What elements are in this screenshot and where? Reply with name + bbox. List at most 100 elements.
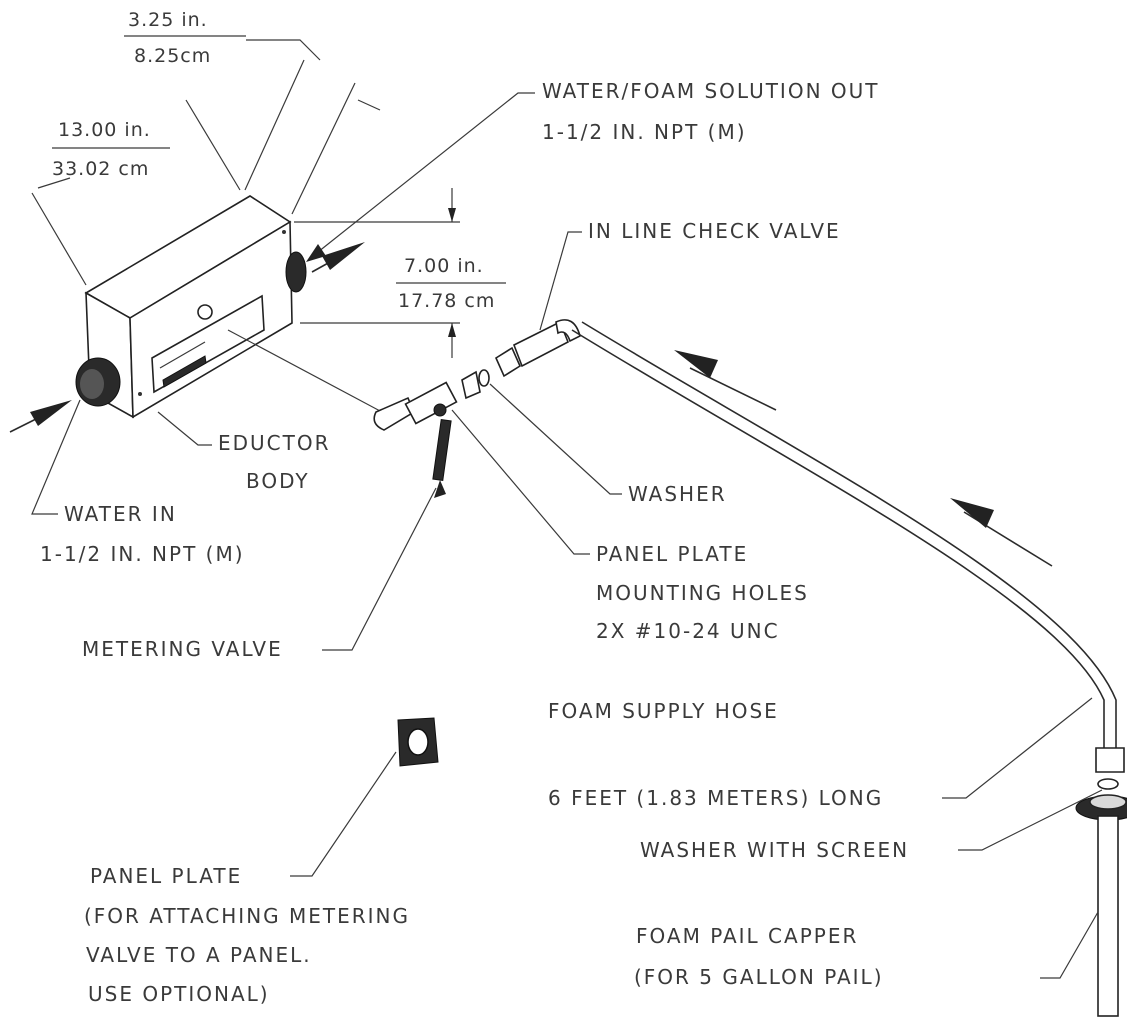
- eductor-body: [84, 195, 293, 419]
- panel-plate-holes-line3: 2X #10-24 UNC: [596, 619, 780, 643]
- valve-outlet: [461, 370, 481, 400]
- pail-capper-tube: [1097, 815, 1119, 1017]
- label-pail-capper: FOAM PAIL CAPPER (FOR 5 GALLON PAIL): [634, 911, 1099, 989]
- label-foam-hose: FOAM SUPPLY HOSE 6 FEET (1.83 METERS) LO…: [548, 697, 1093, 810]
- panel-plate-line2: (FOR ATTACHING METERING: [84, 904, 410, 928]
- panel-plate-part: [397, 717, 439, 767]
- pail-capper-leader: [1040, 911, 1099, 979]
- panel-plate-line1: PANEL PLATE: [90, 864, 242, 888]
- metering-valve-leader: [322, 487, 437, 651]
- dimension-height: 7.00 in. 17.78 cm: [294, 188, 506, 358]
- dim-length-cm: 33.02 cm: [52, 158, 149, 180]
- water-out-nozzle: [285, 242, 365, 293]
- pail-capper-top: [1089, 794, 1127, 810]
- foam-hose-line2: 6 FEET (1.83 METERS) LONG: [548, 786, 883, 810]
- label-panel-plate: PANEL PLATE (FOR ATTACHING METERING VALV…: [84, 751, 410, 1006]
- water-foam-out-leader: [317, 92, 535, 253]
- metering-valve-text: METERING VALVE: [82, 637, 283, 661]
- dimension-length: 13.00 in. 33.02 cm: [31, 119, 170, 286]
- water-out-fitting: [285, 251, 307, 293]
- dim-height-cm: 17.78 cm: [398, 290, 495, 312]
- water-in-fitting-inner: [80, 369, 104, 399]
- nameplate-line-1: [159, 341, 206, 369]
- dim-width-extension-right: [291, 82, 356, 215]
- flow-arrow-1-line: [689, 367, 777, 411]
- panel-plate-holes-line2: MOUNTING HOLES: [596, 581, 809, 605]
- metering-valve-assembly: [373, 370, 481, 481]
- panel-plate-line4: USE OPTIONAL): [88, 982, 270, 1006]
- water-in-nozzle: [9, 357, 121, 433]
- dim-length-tick-left: [37, 177, 71, 189]
- nameplate-dark-band: [162, 355, 207, 388]
- water-in-line1: WATER IN: [64, 502, 177, 526]
- mount-dot-2: [282, 230, 286, 234]
- dim-width-leader: [246, 39, 321, 61]
- water-in-leader: [31, 399, 81, 515]
- water-foam-out-leader-arrow: [306, 244, 326, 262]
- foam-hose-line1: FOAM SUPPLY HOSE: [548, 699, 779, 723]
- dim-width-cm: 8.25cm: [134, 45, 211, 67]
- label-panel-plate-holes: PANEL PLATE MOUNTING HOLES 2X #10-24 UNC: [451, 409, 809, 643]
- panel-plate-holes-leader: [451, 409, 590, 555]
- dim-width-extension-left: [185, 99, 241, 191]
- water-in-arrowhead: [30, 400, 72, 426]
- washer-screen-leader: [958, 789, 1103, 851]
- washer-with-screen: [1097, 778, 1119, 790]
- pail-capper-line2: (FOR 5 GALLON PAIL): [634, 965, 884, 989]
- water-foam-out-line2: 1-1/2 IN. NPT (M): [542, 120, 747, 144]
- water-out-arrowhead: [322, 242, 365, 270]
- label-water-in: WATER IN 1-1/2 IN. NPT (M): [31, 399, 245, 566]
- dim-height-arrowhead-bottom: [448, 323, 456, 337]
- label-water-foam-out: WATER/FOAM SOLUTION OUT 1-1/2 IN. NPT (M…: [306, 79, 879, 262]
- hose-line-outer: [571, 329, 1105, 750]
- valve-handle: [432, 419, 452, 481]
- check-valve-leader: [539, 231, 582, 331]
- eductor-body-leader: [157, 411, 212, 446]
- check-valve-text: IN LINE CHECK VALVE: [588, 219, 841, 243]
- hose-flow-arrows: [674, 350, 1053, 567]
- flow-arrow-1-head: [674, 350, 718, 378]
- flow-arrow-2-head: [950, 498, 994, 528]
- check-valve-nut: [494, 346, 522, 378]
- label-washer-screen: WASHER WITH SCREEN: [640, 789, 1103, 862]
- eductor-body-line2: BODY: [246, 469, 310, 493]
- dim-width-inches: 3.25 in.: [128, 9, 208, 31]
- valve-body: [404, 381, 458, 425]
- foam-supply-hose: [571, 321, 1125, 773]
- dim-width-arrow-line: [244, 59, 305, 191]
- dim-length-arrow-line: [31, 192, 87, 286]
- dim-height-arrowhead-top: [448, 208, 456, 222]
- panel-plate-holes-line1: PANEL PLATE: [596, 542, 748, 566]
- check-valve-elbow: [555, 319, 581, 343]
- washer-screen-text: WASHER WITH SCREEN: [640, 838, 909, 862]
- valve-elbow: [373, 396, 416, 431]
- water-foam-out-line1: WATER/FOAM SOLUTION OUT: [542, 79, 879, 103]
- washer-leader: [489, 383, 622, 495]
- check-valve-body: [512, 320, 570, 368]
- panel-plate-hole: [407, 728, 429, 756]
- panel-plate-leader: [290, 751, 397, 877]
- label-check-valve: IN LINE CHECK VALVE: [539, 219, 841, 331]
- dimension-width: 3.25 in. 8.25cm: [124, 9, 381, 215]
- panel-plate-line3: VALVE TO A PANEL.: [86, 943, 312, 967]
- label-metering-valve: METERING VALVE: [82, 480, 446, 661]
- hose-line-inner: [581, 321, 1117, 750]
- dim-width-tick-right: [357, 99, 381, 111]
- washer: [478, 369, 490, 387]
- foam-pail-capper: [1075, 794, 1127, 1017]
- eductor-metering-port: [197, 304, 213, 320]
- dim-length-inches: 13.00 in.: [58, 119, 151, 141]
- hose-end-fitting: [1095, 747, 1125, 773]
- foam-hose-leader: [942, 697, 1093, 799]
- water-in-line2: 1-1/2 IN. NPT (M): [40, 542, 245, 566]
- eductor-nameplate: [151, 294, 265, 394]
- check-valve-assembly: [494, 319, 581, 378]
- pail-capper-line1: FOAM PAIL CAPPER: [636, 924, 858, 948]
- metering-valve-leader-arrow: [434, 480, 446, 498]
- label-washer: WASHER: [489, 383, 725, 506]
- eductor-body-line1: EDUCTOR: [218, 431, 331, 455]
- eductor-to-valve-line: [227, 329, 383, 413]
- dim-height-inches: 7.00 in.: [404, 255, 484, 277]
